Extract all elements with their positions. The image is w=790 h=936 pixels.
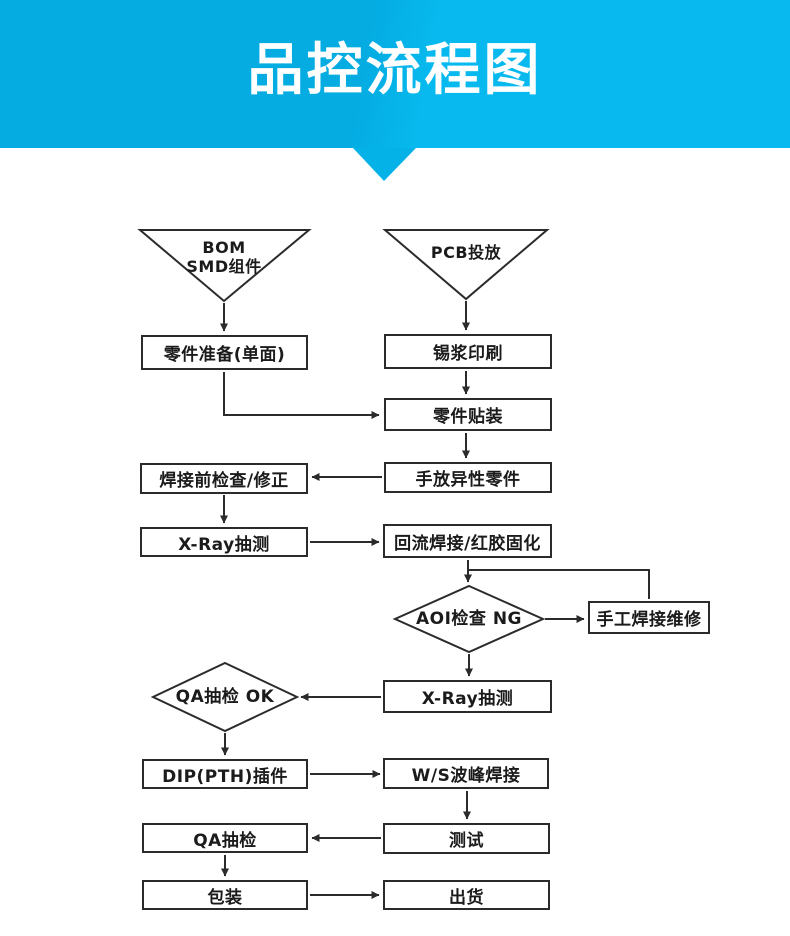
node-pre-solder-check: 焊接前检查/修正 (140, 463, 308, 494)
node-packing: 包装 (142, 880, 308, 910)
node-dip-pth-insertion: DIP(PTH)插件 (142, 759, 308, 789)
banner-notch-triangle (353, 148, 416, 181)
header-banner: 品控流程图 (0, 0, 790, 148)
node-hand-place-odd-parts: 手放异性零件 (384, 462, 552, 493)
node-manual-solder-rework: 手工焊接维修 (588, 601, 710, 634)
decision-diamond-qa-spot (150, 661, 300, 733)
connector-prep-to-placement (223, 372, 380, 419)
node-xray-sampling-1: X-Ray抽测 (140, 527, 308, 557)
node-qa-sampling: QA抽检 (142, 823, 308, 853)
node-component-placement: 零件贴装 (384, 398, 552, 431)
node-label-bom-smd: BOM SMD组件 (139, 236, 309, 278)
input-triangle-pcb (382, 229, 550, 301)
node-wave-soldering: W/S波峰焊接 (383, 758, 549, 789)
node-part-preparation: 零件准备(单面) (141, 335, 308, 370)
bom-label-line1: BOM (202, 238, 246, 257)
node-xray-sampling-2: X-Ray抽测 (383, 680, 552, 713)
decision-diamond-aoi (392, 584, 546, 654)
node-shipping: 出货 (383, 880, 550, 910)
node-reflow-soldering: 回流焊接/红胶固化 (383, 524, 552, 558)
bom-label-line2: SMD组件 (186, 257, 262, 276)
node-solder-paste-printing: 锡浆印刷 (384, 334, 552, 369)
input-triangle-bom (137, 229, 312, 303)
node-label-aoi-check: AOI检查 NG (415, 608, 523, 629)
page-title: 品控流程图 (247, 38, 543, 103)
node-label-pcb: PCB投放 (430, 242, 502, 262)
connector-rework-loop-to-aoi (468, 569, 650, 599)
node-testing: 测试 (383, 823, 550, 854)
node-label-qa-spot-check: QA抽检 OK (175, 686, 275, 707)
